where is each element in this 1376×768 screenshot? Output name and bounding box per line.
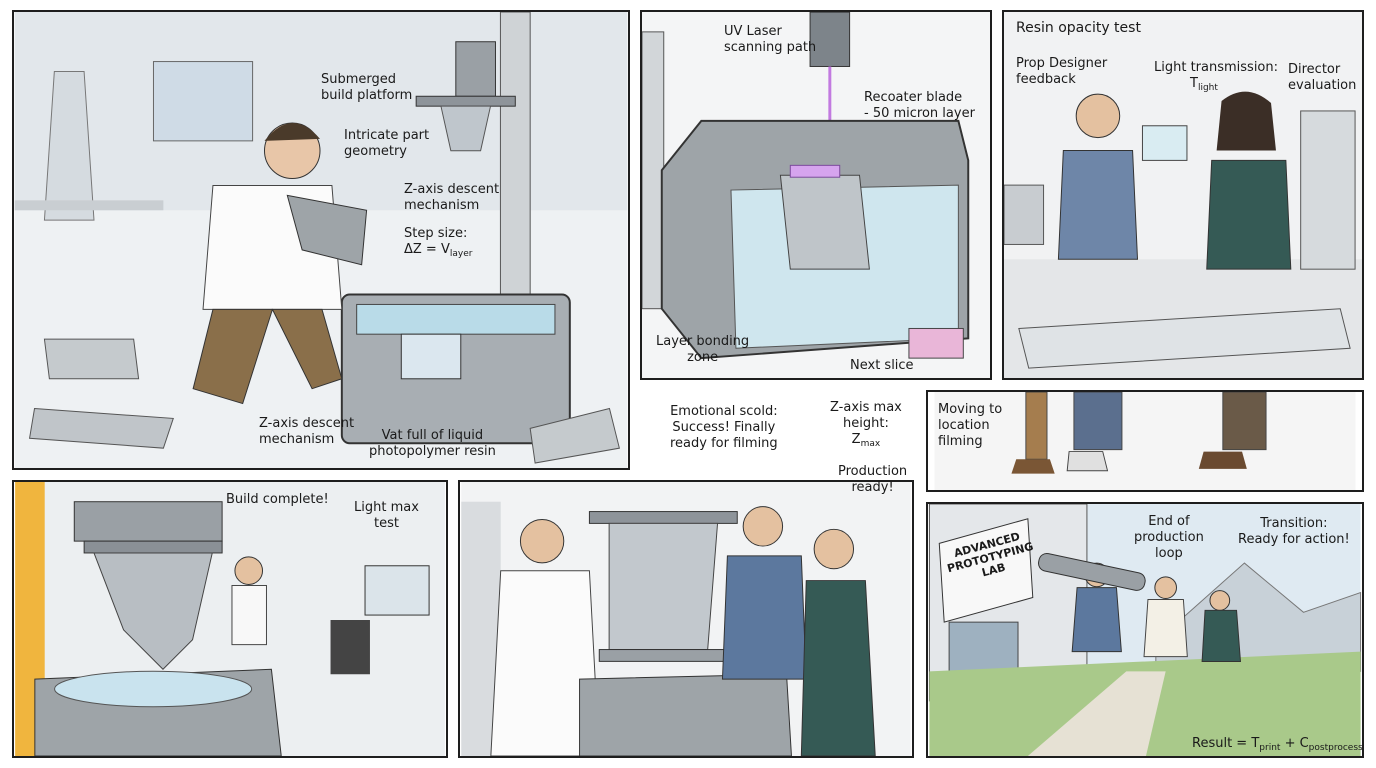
label-transition: Transition:Ready for action! xyxy=(1238,516,1350,547)
label-next-slice: Next slice xyxy=(850,358,914,373)
label-light-transmission: Light transmission: Tlight xyxy=(1154,60,1279,93)
success-illustration xyxy=(461,482,911,756)
label-result-formula: Result = Tprint + Cpostprocessing xyxy=(1192,736,1363,753)
lab-illustration xyxy=(14,12,628,468)
label-build-complete: Build complete! xyxy=(226,492,329,507)
opacity-panel-title: Resin opacity test xyxy=(1016,20,1141,36)
label-recoater-blade: Recoater blade- 50 micron layer xyxy=(864,90,975,121)
exit-lab-illustration xyxy=(928,504,1362,756)
moving-illustration xyxy=(934,392,1356,490)
vat-cutaway-illustration xyxy=(642,12,990,378)
panel-success xyxy=(458,480,914,758)
label-step-size: Step size: ΔZ = Vlayer xyxy=(404,226,473,259)
build-complete-illustration xyxy=(15,482,445,756)
opacity-test-illustration xyxy=(1004,12,1362,378)
